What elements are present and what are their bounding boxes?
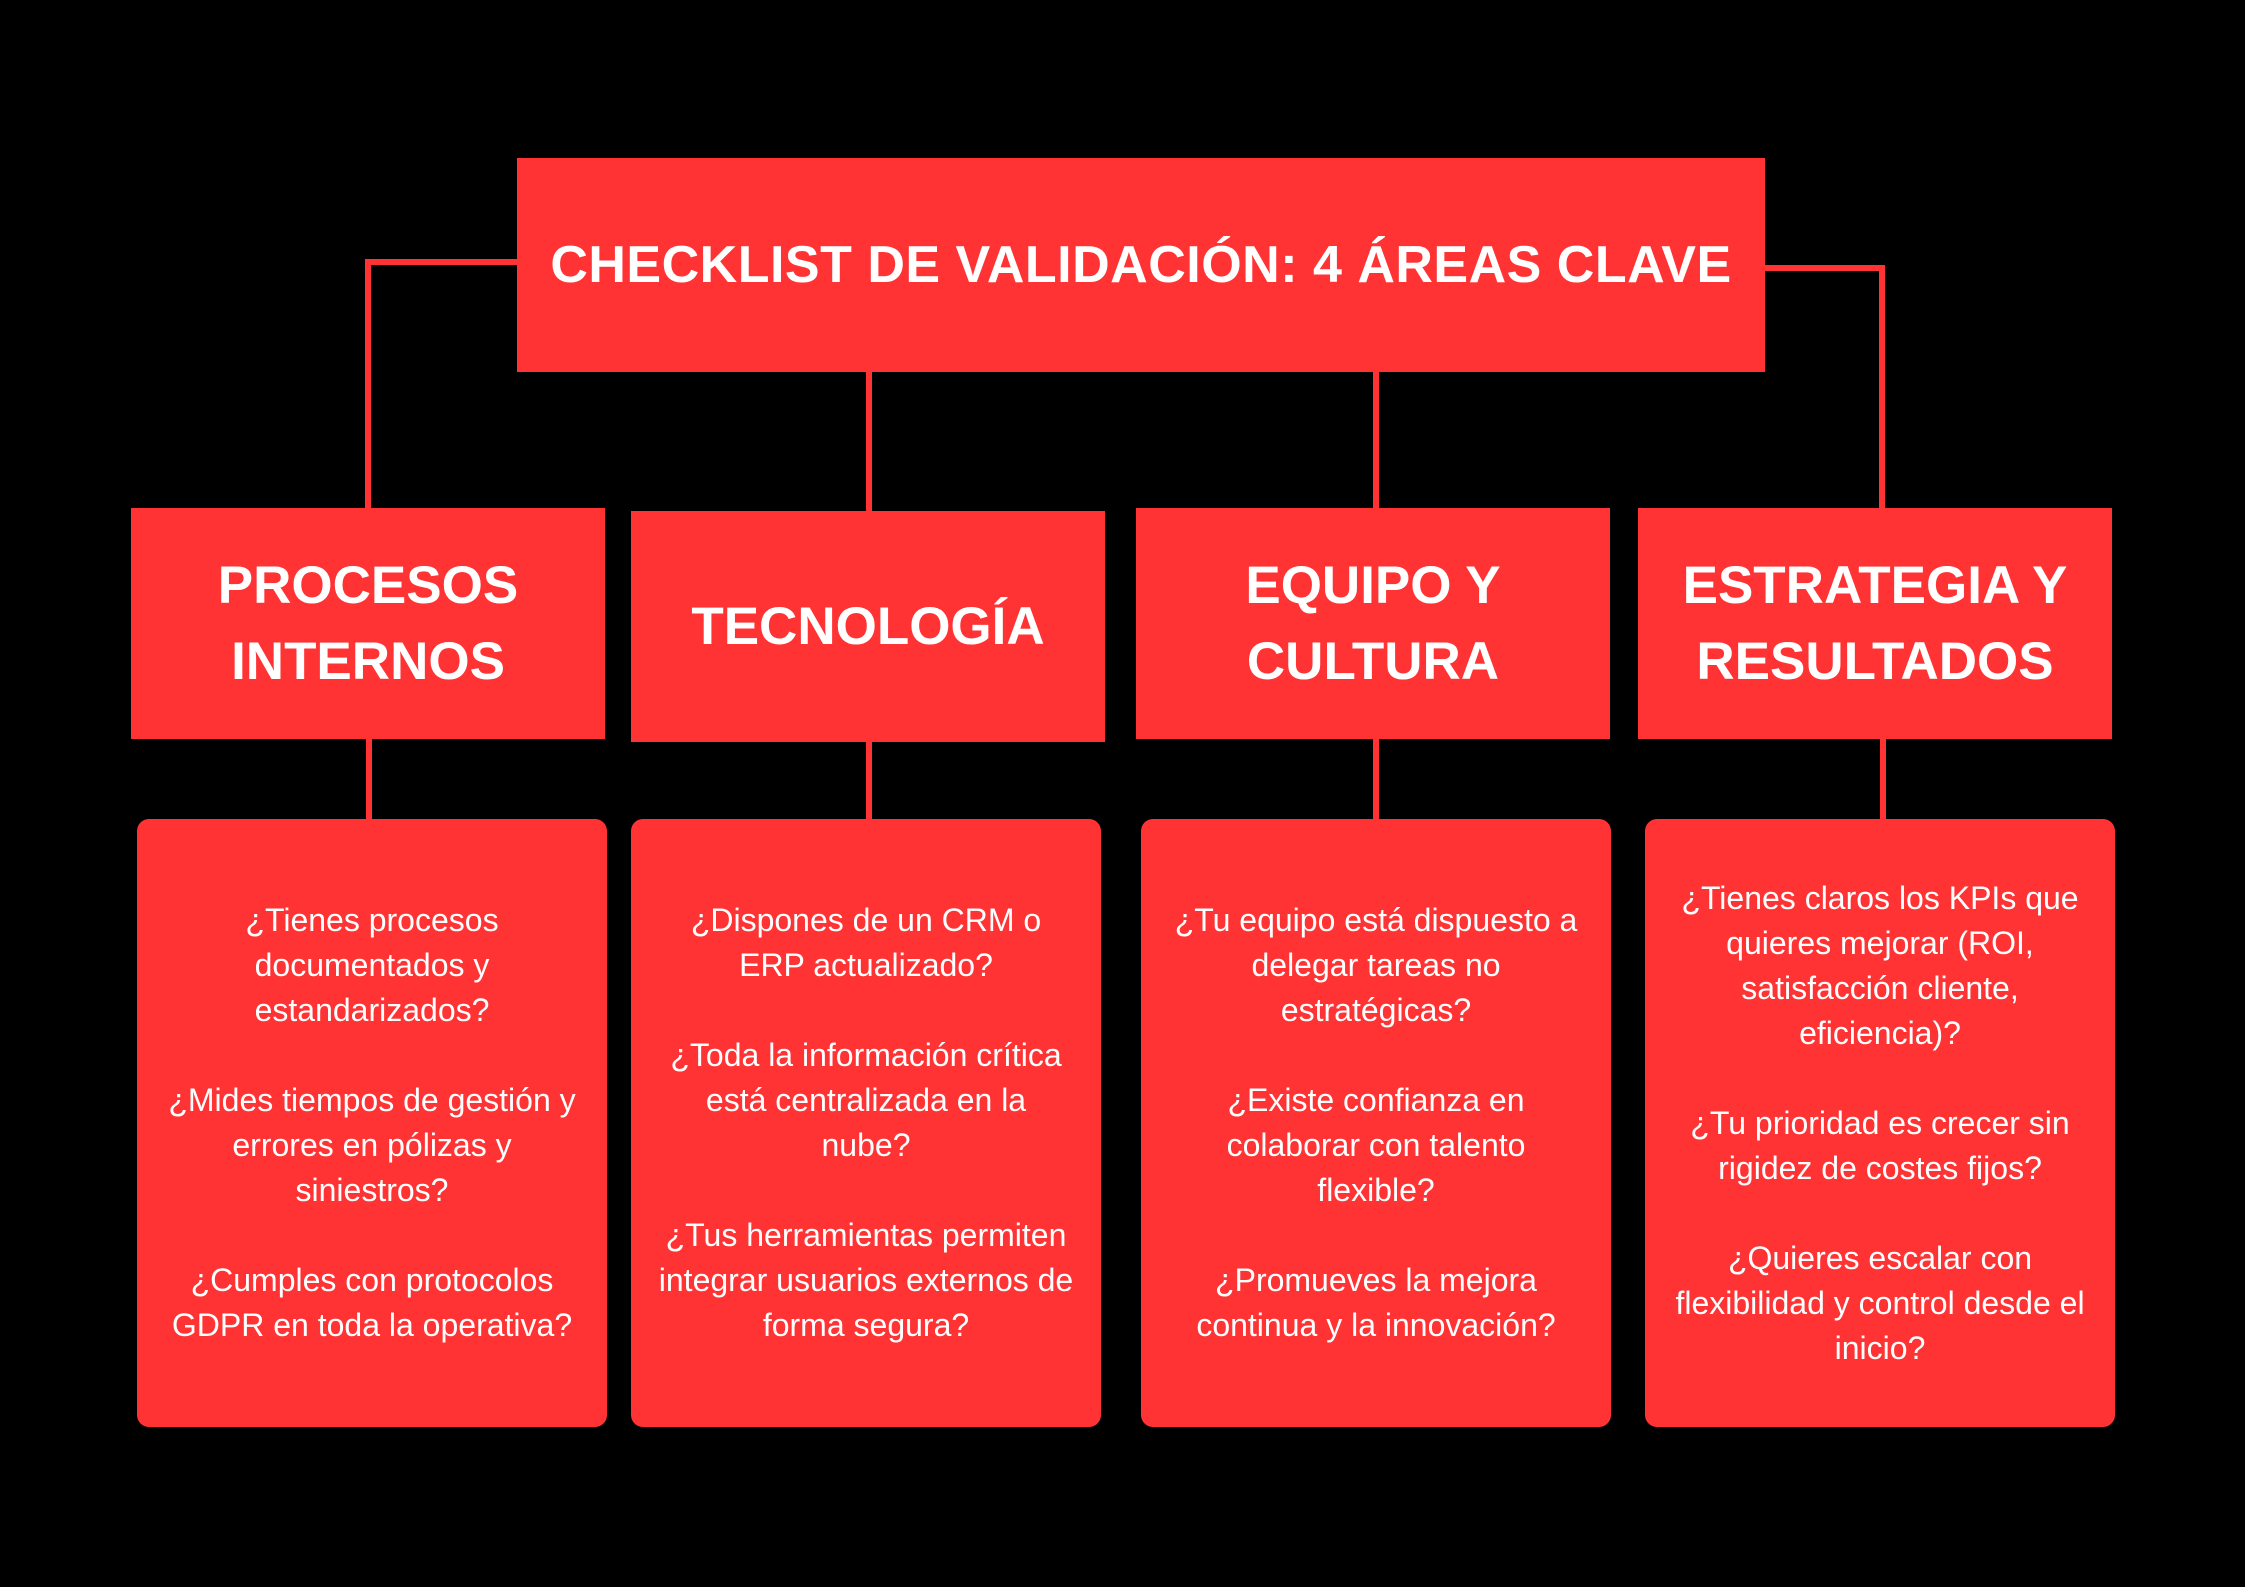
title-box: CHECKLIST DE VALIDACIÓN: 4 ÁREAS CLAVE — [517, 158, 1765, 372]
area-box-tecnologia: TECNOLOGÍA — [631, 511, 1105, 742]
question-item: ¿Mides tiempos de gestión y errores en p… — [168, 1082, 576, 1208]
question-item: ¿Existe confianza en colaborar con talen… — [1226, 1082, 1526, 1208]
question-item: ¿Cumples con protocolos GDPR en toda la … — [171, 1262, 573, 1343]
questions-box-estrategia-y-resultados: ¿Tienes claros los KPIs que quieres mejo… — [1645, 819, 2115, 1427]
question-item: ¿Tus herramientas permiten integrar usua… — [658, 1217, 1074, 1343]
question-item: ¿Tienes claros los KPIs que quieres mejo… — [1681, 879, 2079, 1051]
question-item: ¿Toda la información crítica está centra… — [670, 1037, 1062, 1163]
area-box-estrategia-y-resultados: ESTRATEGIA Y RESULTADOS — [1638, 508, 2112, 739]
question-item: ¿Tu prioridad es crecer sin rigidez de c… — [1690, 1104, 2070, 1186]
area-title: TECNOLOGÍA — [691, 596, 1045, 656]
questions-box-equipo-y-cultura: ¿Tu equipo está dispuesto a delegar tare… — [1141, 819, 1611, 1427]
question-item: ¿Tienes procesos documentados y estandar… — [245, 902, 499, 1028]
area-box-procesos-internos: PROCESOS INTERNOS — [131, 508, 605, 739]
question-item: ¿Promueves la mejora continua y la innov… — [1196, 1262, 1556, 1343]
area-title: ESTRATEGIA Y RESULTADOS — [1682, 555, 2068, 691]
questions-box-tecnologia: ¿Dispones de un CRM o ERP actualizado? ¿… — [631, 819, 1101, 1427]
question-item: ¿Quieres escalar con flexibilidad y cont… — [1675, 1239, 2085, 1366]
question-item: ¿Dispones de un CRM o ERP actualizado? — [690, 902, 1042, 983]
area-title: EQUIPO Y CULTURA — [1245, 555, 1501, 691]
area-title: PROCESOS INTERNOS — [217, 555, 519, 691]
questions-box-procesos-internos: ¿Tienes procesos documentados y estandar… — [137, 819, 607, 1427]
diagram-title: CHECKLIST DE VALIDACIÓN: 4 ÁREAS CLAVE — [550, 236, 1732, 294]
question-item: ¿Tu equipo está dispuesto a delegar tare… — [1174, 902, 1578, 1028]
area-box-equipo-y-cultura: EQUIPO Y CULTURA — [1136, 508, 1610, 739]
